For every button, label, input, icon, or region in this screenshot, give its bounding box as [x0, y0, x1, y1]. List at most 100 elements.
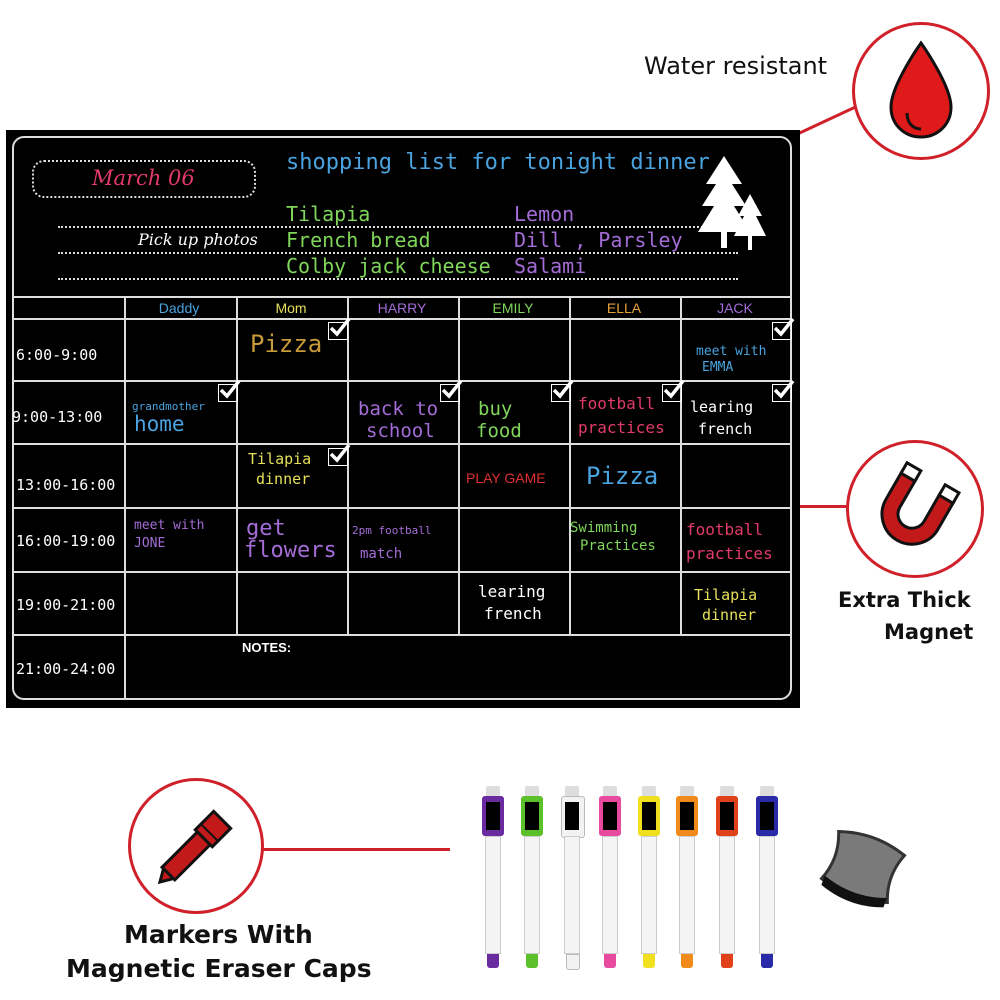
time-slot: 13:00-16:00: [16, 476, 116, 494]
markers-label-line2: Magnetic Eraser Caps: [66, 954, 372, 983]
entry-jack-0: EMMA: [702, 360, 734, 375]
time-slot: 19:00-21:00: [16, 596, 116, 614]
marker-pen-icon: [157, 809, 233, 885]
entry-jack-0: meet with: [696, 344, 767, 359]
time-slot: 21:00-24:00: [16, 660, 116, 678]
entry-emily-2: PLAY GAME: [466, 470, 546, 486]
checkmark-icon: [329, 317, 351, 337]
entry-harry-3: match: [360, 546, 403, 562]
checkmark-icon: [552, 379, 574, 399]
dotted-rule: [58, 252, 738, 254]
magnetic-chalkboard: March 06 shopping list for tonight dinne…: [6, 130, 800, 708]
entry-ella-3: Practices: [580, 538, 656, 554]
shopping-item: Colby jack cheese: [286, 254, 491, 278]
time-slot: 9:00-13:00: [12, 408, 103, 426]
horseshoe-magnet-icon: [880, 460, 962, 546]
checkmark-icon: [773, 379, 795, 399]
magnet-connector-line: [800, 505, 852, 508]
checkbox[interactable]: [328, 443, 351, 466]
day-header-jack: JACK: [717, 300, 753, 316]
shopping-item: French bread: [286, 228, 431, 252]
marker-pen: [482, 786, 504, 976]
marker-pen: [756, 786, 778, 976]
water-drop-badge: [852, 22, 990, 160]
checkmark-icon: [773, 317, 795, 337]
board-frame: [12, 136, 792, 700]
notes-label: NOTES:: [242, 640, 292, 655]
grid-line: [14, 318, 790, 320]
marker-pen: [561, 786, 585, 976]
entry-daddy-3: JONE: [134, 536, 166, 551]
checkbox[interactable]: [440, 379, 463, 402]
entry-ella-2: Pizza: [586, 462, 659, 490]
entry-mom-0: Pizza: [250, 330, 323, 358]
entry-daddy-3: meet with: [134, 518, 205, 533]
magnet-badge: [846, 440, 984, 578]
dotted-rule: [58, 226, 738, 228]
grid-line: [14, 571, 790, 573]
day-header-harry: HARRY: [377, 300, 427, 316]
grid-line: [680, 296, 682, 634]
marker-pen: [521, 786, 543, 976]
grid-line: [347, 296, 349, 634]
checkbox[interactable]: [218, 379, 241, 402]
entry-ella-1: practices: [578, 418, 665, 437]
shopping-item: Lemon: [514, 202, 575, 226]
entry-emily-1: buy: [478, 398, 513, 420]
entry-mom-3: get: [246, 516, 286, 541]
magnet-label-line2: Magnet: [884, 620, 974, 644]
marker-pen: [599, 786, 621, 976]
entry-harry-1: back to: [358, 398, 439, 420]
checkmark-icon: [441, 379, 463, 399]
grid-line: [14, 443, 790, 445]
marker-pen: [716, 786, 738, 976]
entry-emily-4: learing: [478, 582, 546, 601]
grid-line: [14, 380, 790, 382]
checkbox[interactable]: [328, 317, 351, 340]
marker-pen: [638, 786, 660, 976]
day-header-ella: ELLA: [606, 300, 642, 316]
checkbox[interactable]: [662, 379, 685, 402]
day-header-mom: Mom: [275, 300, 307, 316]
checkbox[interactable]: [551, 379, 574, 402]
day-header-daddy: Daddy: [158, 300, 200, 316]
marker-badge: [128, 778, 264, 914]
entry-mom-2: Tilapia: [248, 450, 312, 468]
checkmark-icon: [219, 379, 241, 399]
grid-line: [236, 296, 238, 634]
pine-trees-icon: [698, 156, 766, 250]
entry-jack-1: learing: [690, 398, 754, 416]
eraser-icon: [819, 830, 907, 908]
markers-label-line1: Markers With: [124, 920, 313, 949]
checkmark-icon: [663, 379, 685, 399]
entry-ella-1: football: [578, 394, 656, 413]
grid-line: [14, 507, 790, 509]
entry-harry-3: 2pm football: [352, 524, 432, 537]
date-text: March 06: [92, 166, 195, 190]
grid-line: [458, 296, 460, 634]
magnet-label-line1: Extra Thick: [838, 588, 971, 612]
dotted-rule: [58, 278, 738, 280]
entry-ella-3: Swimming: [570, 520, 638, 536]
shopping-item: Tilapia: [286, 202, 371, 226]
water-resistant-label: Water resistant: [644, 52, 828, 80]
grid-line: [124, 296, 126, 700]
grid-line: [569, 296, 571, 634]
time-slot: 16:00-19:00: [16, 532, 116, 550]
entry-jack-1: french: [698, 420, 753, 438]
pickup-note: Pick up photos: [138, 230, 258, 249]
entry-mom-2: dinner: [256, 470, 311, 488]
marker-pen: [676, 786, 698, 976]
entry-harry-1: school: [366, 420, 435, 442]
entry-jack-4: dinner: [702, 606, 757, 624]
grid-line: [14, 296, 790, 298]
entry-daddy-1: home: [134, 412, 185, 436]
grid-line: [14, 634, 790, 636]
entry-emily-1: food: [476, 420, 522, 442]
checkbox[interactable]: [772, 317, 795, 340]
entry-daddy-1: grandmother: [132, 400, 205, 413]
checkmark-icon: [329, 443, 351, 463]
entry-jack-3: practices: [686, 544, 773, 563]
shopping-item: Dill , Parsley: [514, 228, 683, 252]
checkbox[interactable]: [772, 379, 795, 402]
